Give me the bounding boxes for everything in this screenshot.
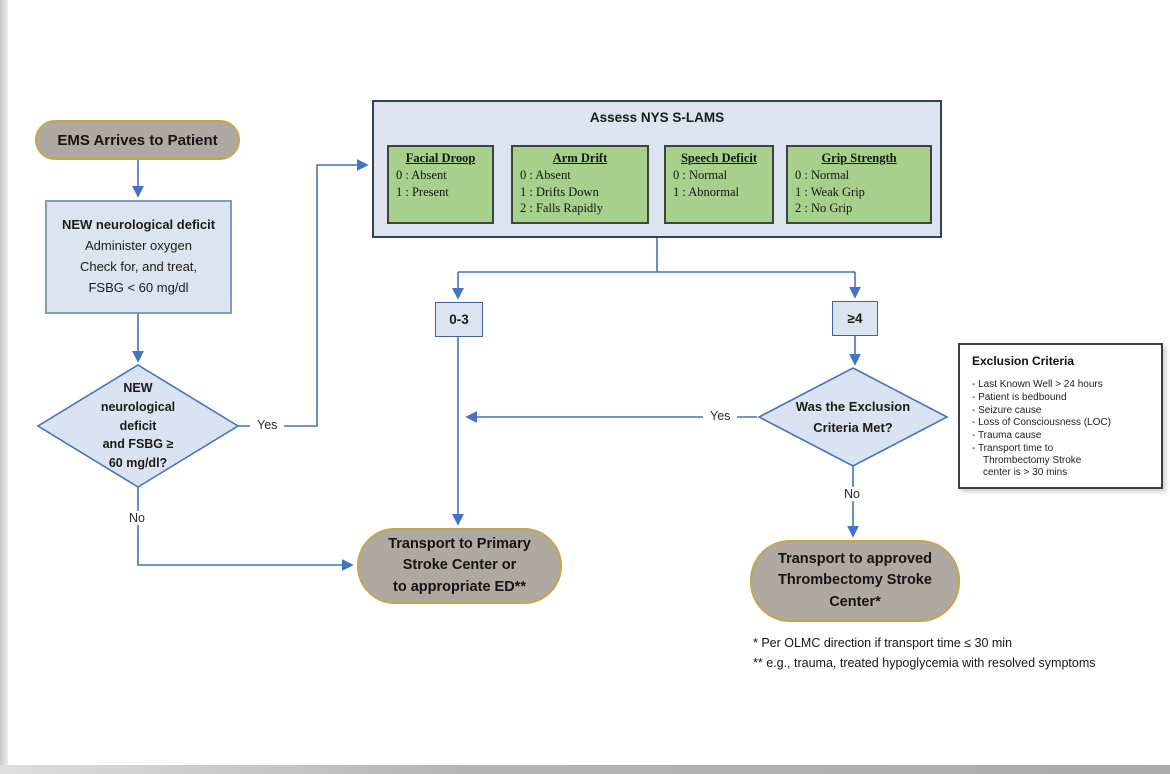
score-low-box: 0-3: [435, 302, 483, 337]
oval-line: Transport to Primary: [388, 536, 531, 553]
deficit-diamond-text: NEW neurological deficit and FSBG ≥ 60 m…: [38, 379, 238, 473]
category-title: Speech Deficit: [680, 151, 758, 165]
exclusion-item: Transport time to Thrombectomy Stroke ce…: [972, 443, 1092, 478]
connector-deficit-yes-to-slams: [238, 159, 369, 427]
diamond-line: 60 mg/dl?: [108, 456, 168, 470]
diamond-line: neurological: [100, 399, 176, 414]
category-score: 1 : Present: [396, 184, 449, 199]
diamond-line: deficit: [119, 418, 157, 433]
category-score: 1 : Abnormal: [673, 184, 739, 199]
oval-line: Center*: [829, 593, 881, 610]
exclusion-diamond-shape: [757, 367, 949, 467]
score-high-box: ≥4: [832, 301, 878, 336]
footnote-eg: ** e.g., trauma, treated hypoglycemia wi…: [753, 656, 1096, 670]
connector-deficit-no-to-primary-oval: [137, 487, 354, 571]
score-high-label: ≥4: [847, 311, 863, 326]
slams-panel: Assess NYS S-LAMS Facial Droop 0 : Absen…: [372, 100, 942, 238]
start-label: EMS Arrives to Patient: [57, 131, 218, 149]
exclusion-item: Trauma cause: [972, 430, 1132, 442]
exclusion-item: Seizure cause: [972, 405, 1132, 417]
category-score: 0 : Absent: [520, 168, 571, 183]
diamond-line: and FSBG ≥: [102, 437, 174, 452]
category-title: Facial Droop: [405, 151, 476, 165]
primary-stroke-center-node: Transport to Primary Stroke Center or to…: [357, 528, 562, 604]
category-title: Arm Drift: [552, 151, 608, 165]
score-low-label: 0-3: [449, 312, 469, 327]
category-title: Grip Strength: [821, 151, 897, 165]
slams-category-facial-droop: Facial Droop 0 : Absent 1 : Present: [387, 145, 494, 224]
category-score: 2 : No Grip: [795, 200, 853, 215]
oval-line: to appropriate ED**: [393, 578, 526, 595]
slams-category-arm-drift: Arm Drift 0 : Absent 1 : Drifts Down 2 :…: [511, 145, 649, 224]
exclusion-item: Patient is bedbound: [972, 392, 1132, 404]
footnote-olmc: * Per OLMC direction if transport time ≤…: [753, 636, 1013, 650]
thrombectomy-center-node: Transport to approved Thrombectomy Strok…: [750, 540, 960, 622]
category-score: 0 : Normal: [673, 168, 728, 183]
slams-category-grip-strength: Grip Strength 0 : Normal 1 : Weak Grip 2…: [786, 145, 932, 224]
treat-box: NEW neurological deficit Administer oxyg…: [45, 200, 232, 314]
treat-line: FSBG < 60 mg/dl: [88, 279, 189, 295]
scan-edge-bottom: [0, 765, 1170, 774]
treat-line: Check for, and treat,: [79, 259, 198, 274]
exclusion-criteria-list: Last Known Well > 24 hours Patient is be…: [972, 379, 1132, 478]
treat-line: Administer oxygen: [85, 238, 192, 254]
oval-line: Thrombectomy Stroke: [778, 572, 932, 589]
oval-line: Transport to approved: [778, 551, 932, 568]
category-score: 1 : Weak Grip: [795, 184, 865, 199]
exclusion-diamond-text: Was the Exclusion Criteria Met?: [759, 396, 947, 439]
category-score: 2 : Falls Rapidly: [520, 200, 603, 215]
category-score: 1 : Drifts Down: [520, 184, 599, 199]
label-yes-right: Yes: [703, 409, 738, 423]
exclusion-criteria-title: Exclusion Criteria: [972, 354, 1075, 368]
diamond-line: Criteria Met?: [813, 420, 893, 436]
footnotes: * Per OLMC direction if transport time ≤…: [753, 633, 1096, 673]
exclusion-item: Loss of Consciousness (LOC): [972, 417, 1132, 429]
exclusion-criteria-box: Exclusion Criteria Last Known Well > 24 …: [958, 343, 1163, 489]
label-yes-left: Yes: [250, 418, 285, 432]
treat-title: NEW neurological deficit: [61, 217, 216, 233]
start-node: EMS Arrives to Patient: [35, 120, 240, 160]
label-no-left: No: [122, 511, 152, 525]
oval-line: Stroke Center or: [402, 557, 517, 574]
diamond-line: Was the Exclusion: [795, 399, 911, 414]
label-no-right: No: [837, 487, 867, 501]
diamond-line: NEW: [123, 381, 153, 395]
scan-edge-left: [0, 0, 8, 774]
category-score: 0 : Normal: [795, 168, 850, 183]
deficit-diamond-shape: [36, 364, 240, 488]
exclusion-item: Last Known Well > 24 hours: [972, 379, 1132, 391]
category-score: 0 : Absent: [396, 168, 447, 183]
slams-category-speech-deficit: Speech Deficit 0 : Normal 1 : Abnormal: [664, 145, 774, 224]
slams-title: Assess NYS S-LAMS: [589, 110, 725, 125]
